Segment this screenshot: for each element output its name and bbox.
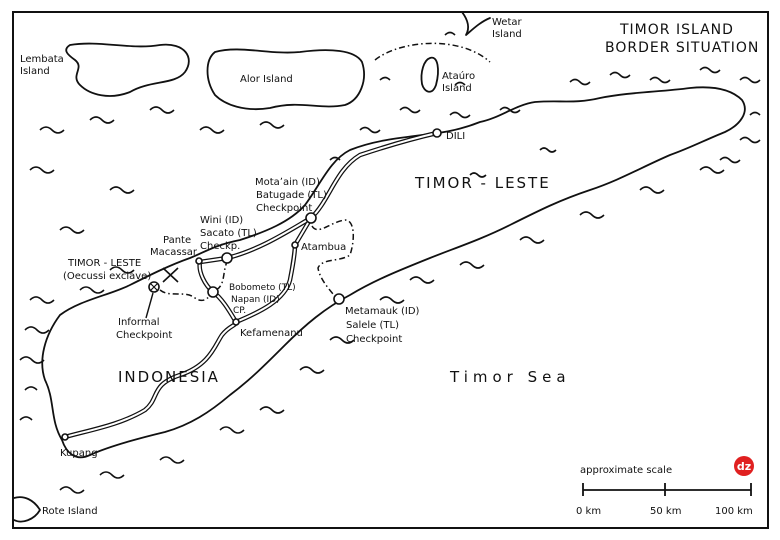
atauro-label-line2: Island [442,83,472,94]
wini-label-line1: Wini (ID) [200,215,243,226]
bobometo-label-line3: CP. [233,306,246,316]
pante-macassar-label-line1: Pante [163,235,191,246]
scale-tick-100: 100 km [715,506,753,517]
motaain-checkpoint-marker [305,212,317,224]
dz-logo: dz [734,456,754,476]
oecussi-label-line1: TIMOR - LESTE [67,258,141,269]
scale-tick-50: 50 km [650,506,681,517]
dili-label: DILI [446,131,465,142]
kupang-label: Kupang [60,448,98,459]
wini-label-line2: Sacato (TL) [200,228,257,239]
timor-leste-label: TIMOR - LESTE [414,174,551,192]
scale-label: approximate scale [580,465,672,476]
kefamenanu-marker [232,318,240,326]
atambua-label: Atambua [301,242,346,253]
metamauk-checkpoint-marker [333,293,345,305]
kefamenanu-label: Kefamenanu [240,328,303,339]
wetar-island [461,11,491,36]
lembata-island [65,42,190,97]
kupang-marker [61,433,69,441]
scale-bar: approximate scale 0 km 50 km 100 km [576,465,753,517]
motaain-label-line2: Batugade (TL) [256,190,327,201]
metamauk-label-line1: Metamauk (ID) [345,306,420,317]
land-border-main [311,219,355,301]
bobometo-checkpoint-marker [207,286,219,298]
timor-sea-label: Timor Sea [449,368,571,386]
bobometo-label-line2: Napan (ID) [231,295,280,305]
dz-logo-text: dz [737,460,751,473]
maritime-border [374,42,491,63]
lembata-label-line1: Lembata [20,54,64,65]
map-frame [12,11,769,529]
metamauk-label-line3: Checkpoint [346,334,402,345]
pante-macassar-label-line2: Macassar [150,247,198,258]
wetar-label-line2: Island [492,29,522,40]
oecussi-label-line2: (Oecussi exclave) [63,271,151,282]
alor-island [206,48,365,110]
map-title-line2: BORDER SITUATION [605,40,759,56]
sea-waves [19,31,761,494]
wetar-label-line1: Wetar [492,17,523,28]
informal-checkpoint-label-line1: Informal [118,317,160,328]
metamauk-label-line2: Salele (TL) [346,320,399,331]
rote-label: Rote Island [42,506,98,517]
atauro-island [420,56,439,93]
informal-checkpoint-label-line2: Checkpoint [116,330,172,341]
lembata-label-line2: Island [20,66,50,77]
rote-island [13,496,41,523]
dili-marker [432,128,442,138]
map-title-line1: TIMOR ISLAND [619,22,734,38]
indonesia-label: INDONESIA [118,368,220,386]
wini-checkpoint-marker [221,252,233,264]
scale-tick-0: 0 km [576,506,601,517]
motaain-label-line1: Motaʼain (ID) [255,177,320,188]
atauro-label-line1: Ataúro [442,70,475,82]
pante-macassar-marker [195,257,203,265]
pante-macassar-cross-icon [162,267,179,283]
motaain-label-line3: Checkpoint [256,203,312,214]
atambua-marker [291,241,299,249]
timor-island-coastline [41,86,746,459]
wini-label-line3: Checkp. [200,241,240,252]
bobometo-label-line1: Bobometo (TL) [229,283,296,293]
alor-label: Alor Island [240,74,293,85]
